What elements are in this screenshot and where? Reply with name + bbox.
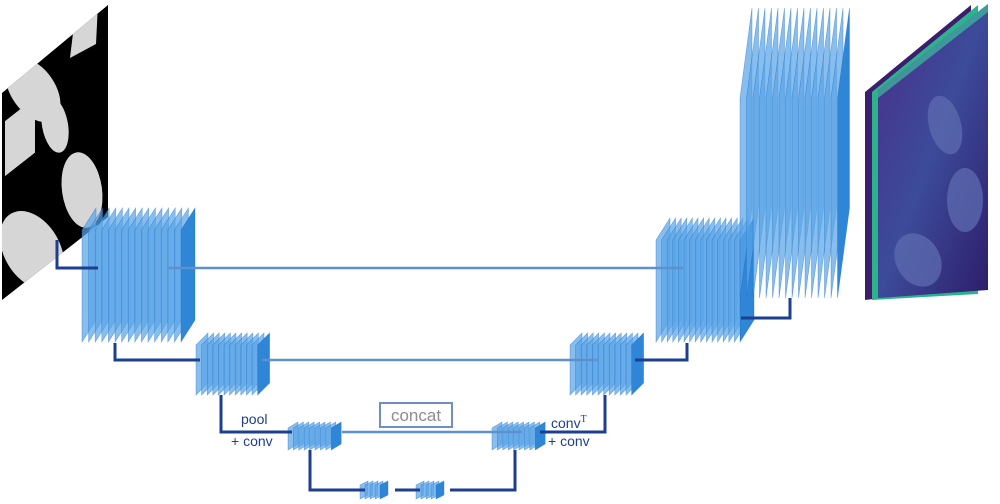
stack-encoder-2 bbox=[195, 332, 270, 396]
skip-connections bbox=[168, 266, 683, 434]
input-image-icon bbox=[2, 5, 108, 300]
stack-decoder-0 bbox=[739, 7, 850, 299]
convT-label: convT bbox=[551, 414, 587, 431]
connector-dec1-to-dec0 bbox=[741, 298, 792, 320]
connector-enc3-to-bottleneck bbox=[308, 450, 365, 492]
stack-bottleneck-b-layer bbox=[435, 480, 445, 500]
stack-decoder-2-layer bbox=[631, 332, 644, 396]
stack-decoder-0-layer bbox=[837, 7, 850, 299]
connectors bbox=[55, 240, 792, 492]
stack-decoder-1 bbox=[655, 216, 755, 344]
connector-enc2-to-enc3 bbox=[219, 395, 292, 434]
stack-bottleneck-b bbox=[415, 480, 445, 500]
connector-bottleneck-to-dec3 bbox=[450, 450, 517, 492]
stack-encoder-3 bbox=[287, 421, 342, 451]
convT-conv-label: + conv bbox=[548, 433, 590, 449]
connector-dec2-to-dec1 bbox=[635, 343, 689, 362]
convT-superscript: T bbox=[581, 414, 587, 425]
stack-decoder-3 bbox=[491, 421, 546, 451]
connector-enc1-to-enc2 bbox=[113, 343, 200, 362]
feature-map-stacks bbox=[81, 7, 850, 500]
connector-dec3-to-dec2 bbox=[540, 395, 607, 434]
pool-conv-label: + conv bbox=[231, 433, 273, 449]
stack-encoder-3-layer bbox=[330, 421, 342, 451]
stack-decoder-3-layer bbox=[534, 421, 546, 451]
stack-encoder-2-layer bbox=[257, 332, 270, 396]
stack-bottleneck-a-layer bbox=[379, 480, 389, 500]
output-map-icon bbox=[865, 4, 988, 300]
connector-input-to-enc1 bbox=[55, 240, 98, 270]
stack-encoder-1-layer bbox=[180, 206, 196, 344]
stack-decoder-2 bbox=[569, 332, 644, 396]
pool-label: pool bbox=[241, 411, 267, 427]
concat-label: concat bbox=[391, 406, 441, 425]
stack-encoder-1 bbox=[81, 206, 196, 344]
concat-label-box: concat bbox=[379, 402, 453, 428]
